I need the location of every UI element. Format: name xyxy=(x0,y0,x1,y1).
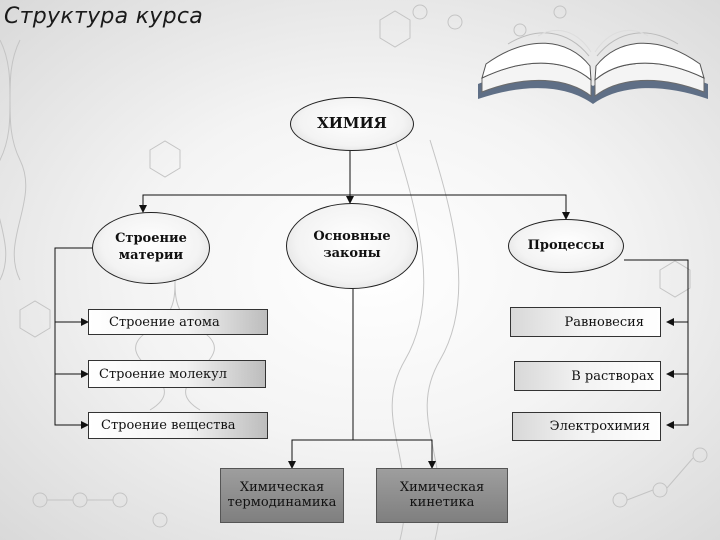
law-item-thermodynamics-label: Химическая термодинамика xyxy=(227,479,337,510)
structure-item-molecules-label: Строение молекул xyxy=(99,366,228,382)
process-item-equilibria: Равновесия xyxy=(510,307,661,337)
law-item-kinetics-label: Химическая кинетика xyxy=(399,479,485,510)
branch-node-laws-label: Основные законы xyxy=(313,229,391,261)
branch-node-processes-label: Процессы xyxy=(527,237,605,253)
open-book-icon xyxy=(478,29,708,104)
structure-item-molecules: Строение молекул xyxy=(88,360,266,388)
process-item-solutions: В растворах xyxy=(514,361,661,391)
structure-item-substance-label: Строение вещества xyxy=(101,418,236,433)
slide-title: Структура курса xyxy=(4,4,204,29)
root-node-label: ХИМИЯ xyxy=(317,114,387,133)
structure-item-atom: Строение атома xyxy=(88,309,268,335)
process-item-solutions-label: В растворах xyxy=(571,368,654,384)
process-item-electrochemistry-label: Электрохимия xyxy=(549,419,650,434)
root-node-chemistry: ХИМИЯ xyxy=(290,97,414,151)
branch-node-structure-label: Строение материи xyxy=(115,231,187,263)
branch-node-laws: Основные законы xyxy=(286,203,418,289)
structure-item-substance: Строение вещества xyxy=(88,412,268,439)
law-item-kinetics: Химическая кинетика xyxy=(376,468,508,523)
structure-item-atom-label: Строение атома xyxy=(109,314,220,330)
branch-node-processes: Процессы xyxy=(508,219,624,273)
law-item-thermodynamics: Химическая термодинамика xyxy=(220,468,344,523)
process-item-equilibria-label: Равновесия xyxy=(564,314,644,330)
process-item-electrochemistry: Электрохимия xyxy=(512,412,661,441)
branch-node-structure: Строение материи xyxy=(92,212,210,284)
